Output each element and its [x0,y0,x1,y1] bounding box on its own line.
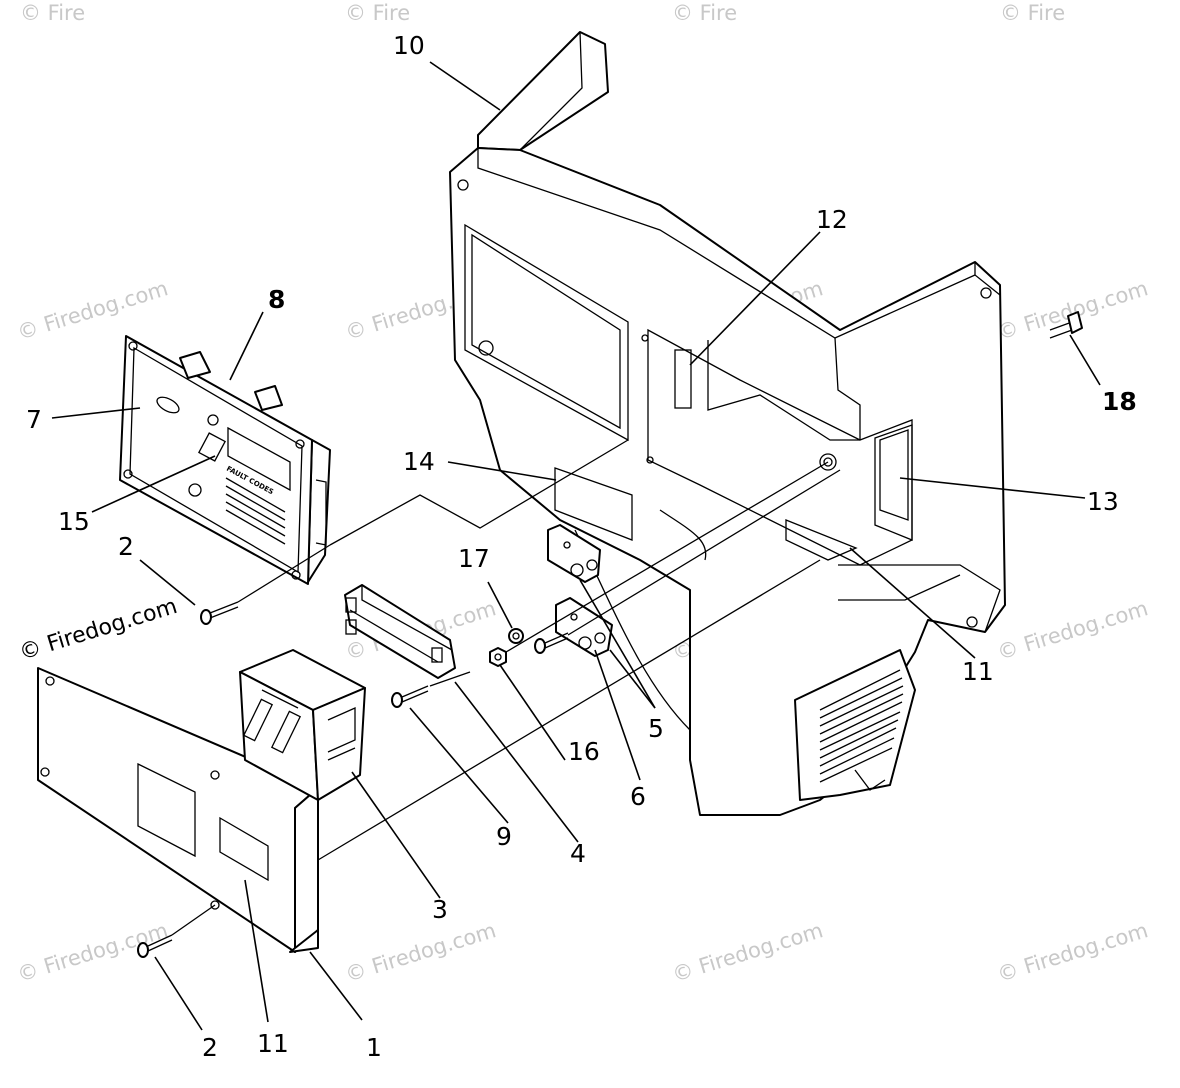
callout-11-housing: 11 [962,657,994,686]
screw-part-6 [534,632,569,654]
callout-5: 5 [648,714,664,743]
watermark-row3-4: © Firedog.com [994,596,1150,665]
bolt-part-18 [1049,311,1083,339]
callout-6: 6 [630,782,646,811]
callout-18: 18 [1102,387,1137,416]
label-13 [879,429,909,521]
screw-part-9 [391,685,429,708]
label-14 [554,467,633,541]
callout-1: 1 [366,1033,382,1062]
watermark-row4-4: © Firedog.com [994,918,1150,987]
leader-lines [51,61,1101,1031]
lug-part-5-upper [547,524,601,583]
nut-part-16 [489,647,507,667]
callout-12: 12 [816,205,848,234]
callout-11-plate: 11 [257,1029,289,1058]
control-panel-part-8: FAULT CODES [119,335,331,585]
screw-part-2-upper [200,601,239,625]
callout-17: 17 [458,544,490,573]
label-12 [674,349,692,409]
watermark-top-1: © Fire [20,1,85,25]
watermark-top-2: © Fire [345,1,410,25]
watermark-row4-2: © Firedog.com [342,918,498,987]
callout-9: 9 [496,822,512,851]
label-11-housing [785,519,858,561]
vent-slots [819,669,904,783]
fault-code-lines [225,477,286,545]
lug-part-5-lower [555,597,613,657]
label-11-plate [219,816,269,882]
callout-16: 16 [568,737,600,766]
callout-3: 3 [432,895,448,924]
callout-8: 8 [268,285,285,314]
bracket-part-4 [344,584,456,679]
callout-15: 15 [58,507,90,536]
watermark-top-3: © Fire [672,1,737,25]
callout-4: 4 [570,839,586,868]
callout-14: 14 [403,447,435,476]
callout-2-lower: 2 [202,1033,218,1062]
callout-labels: 10 12 18 13 14 11 8 7 15 2 17 5 16 6 4 9… [26,31,1137,1062]
callout-10: 10 [393,31,425,60]
screw-part-2-lower [137,934,173,958]
star-washer-part-17 [508,628,524,644]
watermark-top-4: © Fire [1000,1,1065,25]
housing-part-10 [449,31,1006,816]
callout-7: 7 [26,405,42,434]
callout-13: 13 [1087,487,1119,516]
watermark-row2-1: © Firedog.com [14,276,170,345]
callout-2-upper: 2 [118,532,134,561]
watermark-row3-1: © Firedog.com [16,594,180,666]
watermark-row2-4: © Firedog.com [994,276,1150,345]
watermark-row4-3: © Firedog.com [669,918,825,987]
